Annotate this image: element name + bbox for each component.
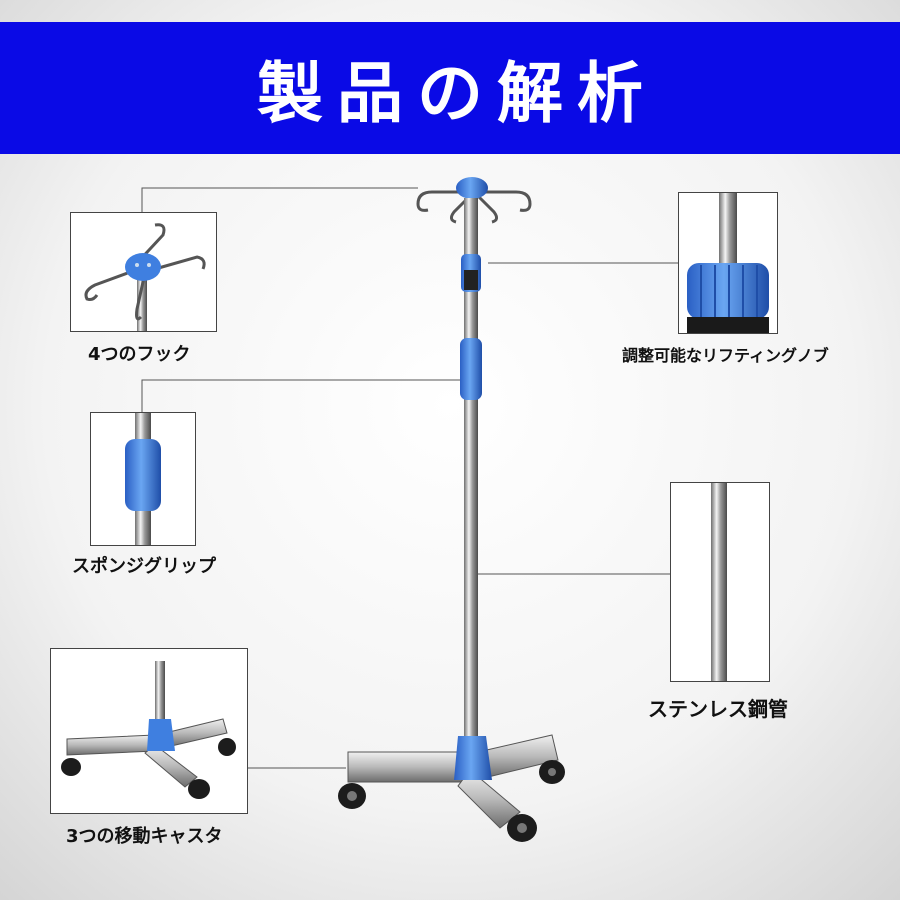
label-casters: 3つの移動キャスタ [66,826,223,847]
callout-lines [141,187,678,769]
title-banner: 製品の解析 [0,22,900,154]
inset-tube [670,482,770,682]
top-hooks [416,190,532,224]
inset-knob [678,192,778,334]
label-knob: 調整可能なリフティングノブ [622,346,829,365]
inset-grip [90,412,196,546]
label-hooks: 4つのフック [88,344,191,365]
label-grip: スポンジグリップ [72,556,216,577]
inset-hooks [70,212,217,332]
banner-title: 製品の解析 [257,55,657,132]
inset-casters [50,648,248,814]
label-tube: ステンレス鋼管 [648,697,788,721]
